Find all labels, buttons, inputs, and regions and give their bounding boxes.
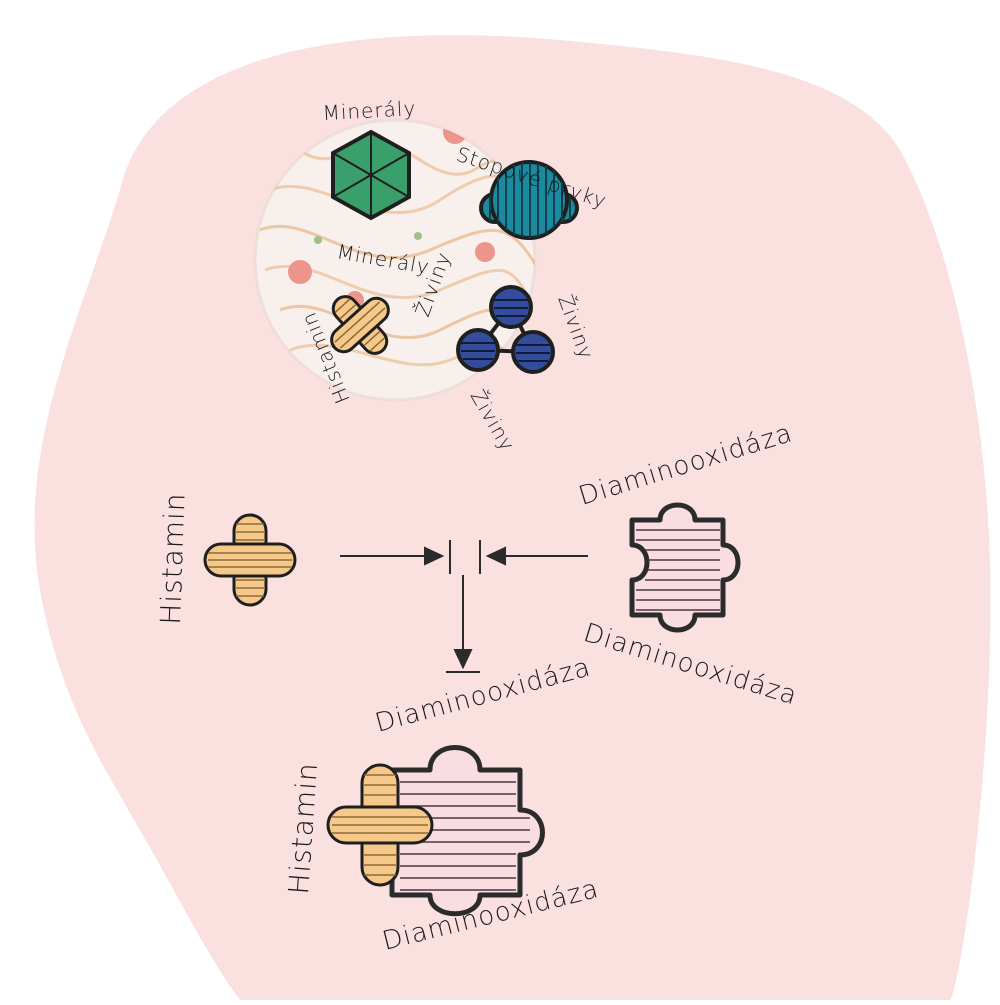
histamine-label: Histamin: [154, 492, 192, 625]
plate-label-minerals-top: Minerály: [322, 96, 417, 125]
histamine-molecule: [203, 513, 297, 607]
nutrient-molecule-icon: [456, 285, 555, 374]
arrow-icon: [340, 540, 588, 673]
histamine-cross-icon: [330, 295, 390, 355]
mineral-hexagon-icon: [331, 129, 411, 221]
trace-element-icon: [479, 160, 579, 240]
enzyme-histamine-complex: [326, 745, 545, 917]
enzyme-puzzle-icon: [629, 502, 741, 633]
